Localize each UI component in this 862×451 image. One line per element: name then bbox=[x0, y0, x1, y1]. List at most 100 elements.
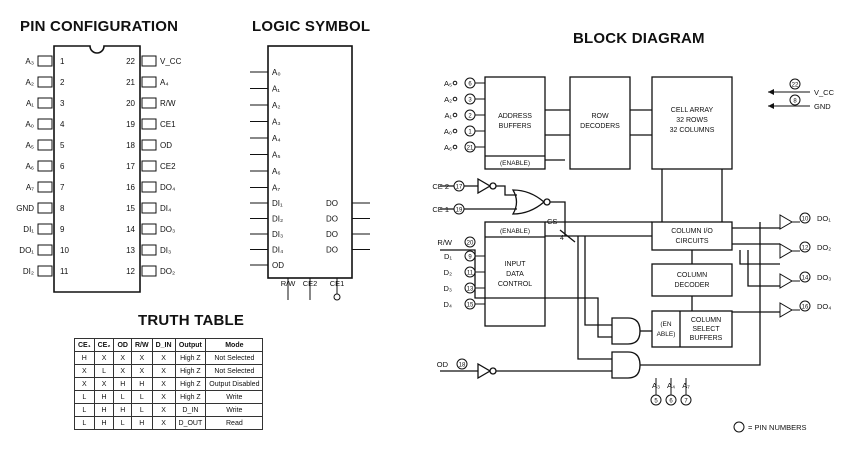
pin-right-number: 20 bbox=[126, 99, 135, 108]
pin-number: 8 bbox=[793, 99, 797, 105]
pin-left-number: 10 bbox=[60, 246, 69, 255]
column-enable-label: (EN bbox=[660, 321, 672, 328]
pin-left-name: A₅ bbox=[25, 141, 34, 150]
pin-right-box bbox=[141, 223, 157, 235]
cs-label: CS bbox=[547, 217, 557, 226]
truth-table-header: CE₂ bbox=[93, 338, 115, 352]
pin-number-circle bbox=[799, 212, 811, 224]
logic-address-label: A₄ bbox=[272, 134, 281, 143]
logic-data-in-label: DI₁ bbox=[272, 199, 283, 208]
truth-table-cell: Output Disabled bbox=[205, 377, 264, 391]
logic-data-out-label: DO bbox=[326, 199, 338, 208]
truth-table-cell: X bbox=[130, 351, 153, 365]
data-out-name: DO₃ bbox=[817, 273, 831, 282]
pin-number-circle bbox=[789, 94, 801, 106]
logic-address-label: A₆ bbox=[272, 167, 281, 176]
truth-table-cell: X bbox=[113, 351, 132, 365]
truth-table-cell: H bbox=[93, 403, 115, 417]
pin-number: 11 bbox=[467, 271, 474, 277]
logic-od-label: OD bbox=[272, 261, 284, 270]
truth-table-cell: H bbox=[130, 416, 153, 430]
pin-number-circle bbox=[799, 271, 811, 283]
logic-address-label: A₀ bbox=[272, 68, 281, 77]
pin-number: 6 bbox=[669, 399, 673, 405]
logic-symbol-title: LOGIC SYMBOL bbox=[252, 18, 371, 35]
pin-number: 14 bbox=[802, 276, 809, 282]
pin-left-box bbox=[37, 76, 53, 88]
pin-number: 3 bbox=[468, 98, 472, 104]
pin-left-number: 11 bbox=[60, 267, 69, 276]
truth-table-cell: H bbox=[93, 390, 115, 404]
truth-table-cell: High Z bbox=[174, 351, 207, 365]
pin-number: 9 bbox=[468, 255, 472, 261]
truth-table-header: Output bbox=[174, 338, 207, 352]
vcc-label: V_CC bbox=[814, 88, 835, 97]
pin-left-name: A₇ bbox=[26, 183, 34, 192]
cell-array-label: CELL ARRAY bbox=[671, 107, 714, 114]
logic-bottom-label: R/W bbox=[281, 279, 297, 288]
column-enable-label: ABLE) bbox=[657, 331, 676, 338]
truth-table-cell: X bbox=[74, 364, 95, 378]
logic-data-out-label: DO bbox=[326, 215, 338, 224]
pin-name: A₂ bbox=[444, 95, 452, 104]
pin-right-name: R/W bbox=[160, 99, 176, 108]
pin-left-name: A₂ bbox=[26, 78, 34, 87]
gnd-label: GND bbox=[814, 102, 831, 111]
block-diagram bbox=[440, 76, 780, 380]
pin-name: A₆ bbox=[444, 143, 452, 152]
pin-right-name: DO₄ bbox=[160, 183, 175, 192]
pin-left-number: 3 bbox=[60, 99, 65, 108]
logic-data-out-label: DO bbox=[326, 230, 338, 239]
row-decoders-label: ROW bbox=[591, 113, 609, 120]
pin-left-box bbox=[37, 160, 53, 172]
truth-table-cell: High Z bbox=[174, 364, 207, 378]
truth-table-header: D_IN bbox=[151, 338, 176, 352]
pin-number: 13 bbox=[467, 287, 474, 293]
pin-number-circle bbox=[789, 78, 801, 90]
truth-table-cell: H bbox=[74, 351, 95, 365]
pin-left-box bbox=[37, 55, 53, 67]
truth-table-cell: D_OUT bbox=[174, 416, 207, 430]
pin-right-name: CE1 bbox=[160, 120, 176, 129]
pin-left-number: 1 bbox=[60, 57, 65, 66]
logic-data-out-label: DO bbox=[326, 246, 338, 255]
logic-address-label: A₅ bbox=[272, 151, 281, 160]
truth-table-cell: X bbox=[151, 403, 176, 417]
pin-left-box bbox=[37, 202, 53, 214]
pin-left-box bbox=[37, 181, 53, 193]
pin-right-number: 12 bbox=[126, 267, 135, 276]
pin-right-box bbox=[141, 265, 157, 277]
truth-table-cell: H bbox=[130, 377, 153, 391]
pin-number: 12 bbox=[802, 246, 809, 252]
pin-right-number: 14 bbox=[126, 225, 135, 234]
pin-right-box bbox=[141, 160, 157, 172]
pin-number-circle bbox=[799, 300, 811, 312]
truth-table-cell: High Z bbox=[174, 390, 207, 404]
truth-table-cell: X bbox=[74, 377, 95, 391]
logic-address-label: A₁ bbox=[272, 85, 280, 94]
address-buffers-label: ADDRESS bbox=[498, 113, 532, 120]
truth-table-cell: X bbox=[151, 390, 176, 404]
column-decoder-label: DECODER bbox=[674, 282, 709, 289]
pin-name: A₁ bbox=[444, 111, 452, 120]
legend-label: = PIN NUMBERS bbox=[748, 423, 807, 432]
truth-table-cell: High Z bbox=[174, 377, 207, 391]
pin-name: OD bbox=[437, 360, 449, 369]
truth-table-cell: X bbox=[151, 364, 176, 378]
pin-right-name: V_CC bbox=[160, 57, 182, 66]
pin-right-number: 13 bbox=[126, 246, 135, 255]
pin-left-number: 9 bbox=[60, 225, 65, 234]
address-buffers-label: BUFFERS bbox=[499, 123, 532, 130]
truth-table-header: OD bbox=[113, 338, 132, 352]
pin-number: 2 bbox=[468, 114, 472, 120]
pin-number-circle bbox=[464, 236, 476, 248]
input-enable-label: (ENABLE) bbox=[500, 228, 530, 235]
pin-right-box bbox=[141, 118, 157, 130]
pin-right-box bbox=[141, 139, 157, 151]
pin-left-number: 6 bbox=[60, 162, 65, 171]
